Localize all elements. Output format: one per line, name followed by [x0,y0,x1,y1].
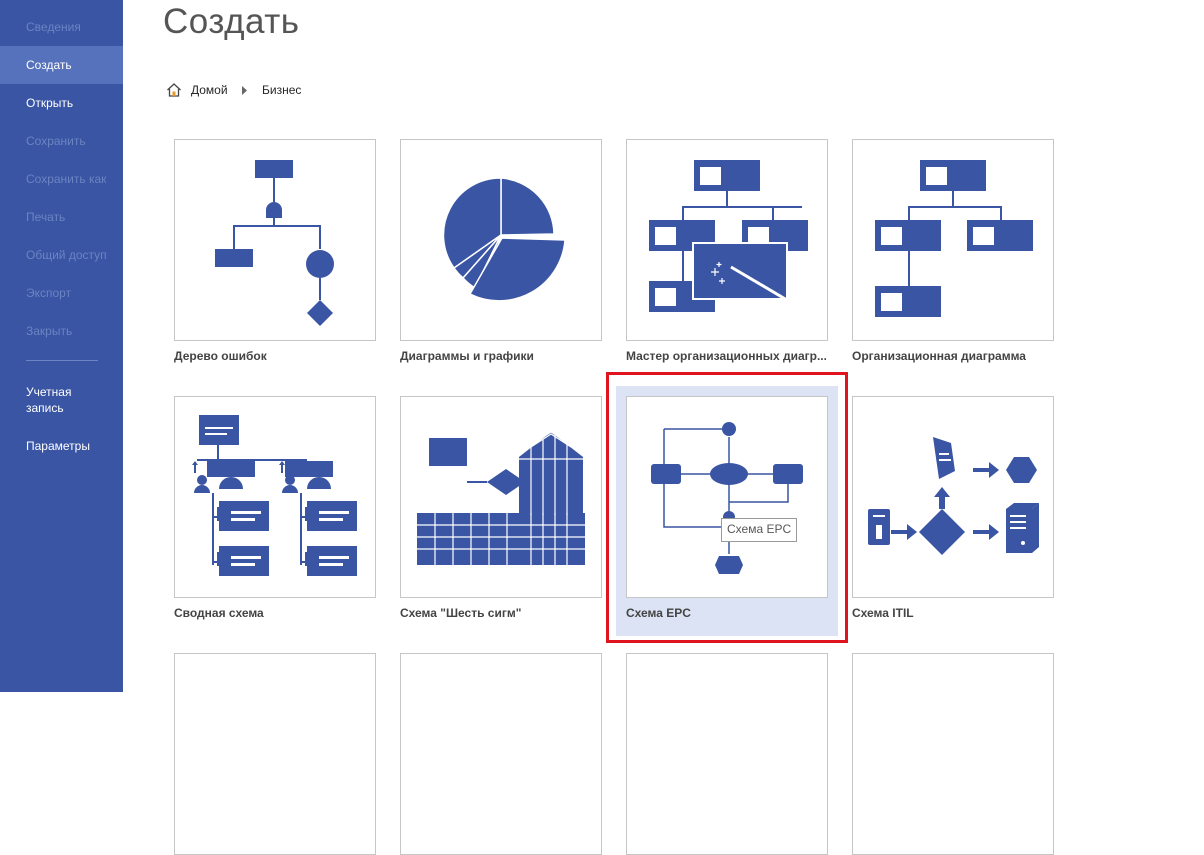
tooltip: Схема EPC [721,518,798,542]
template-label: Диаграммы и графики [400,349,534,363]
backstage-sidebar: Сведения Создать Открыть Сохранить Сохра… [0,0,123,692]
nav-share[interactable]: Общий доступ [26,248,107,262]
template-label: Схема EPC [626,606,691,620]
epc-diagram-icon [651,422,803,574]
template-thumbnail[interactable] [400,653,602,855]
nav-save[interactable]: Сохранить [26,134,86,148]
nav-options[interactable]: Параметры [26,439,90,453]
template-label: Сводная схема [174,606,264,620]
org-chart-wizard-icon [649,160,808,312]
chevron-right-icon [242,86,247,95]
nav-print[interactable]: Печать [26,210,66,224]
fault-tree-icon [215,160,334,326]
template-label: Мастер организационных диагр... [626,349,826,363]
nav-info[interactable]: Сведения [26,20,81,34]
home-icon[interactable] [166,82,182,98]
template-thumbnail[interactable] [400,396,602,598]
breadcrumb-current: Бизнес [262,83,302,97]
template-label: Схема ITIL [852,606,914,620]
template-thumbnail[interactable] [400,139,602,341]
template-label: Организационная диаграмма [852,349,1026,363]
template-thumbnail[interactable] [852,396,1054,598]
breadcrumb-home-link[interactable]: Домой [191,83,228,97]
page-title: Создать [163,2,300,41]
pivot-diagram-icon [192,415,357,576]
template-label: Схема "Шесть сигм" [400,606,522,620]
template-thumbnail[interactable] [626,653,828,855]
nav-save-as[interactable]: Сохранить как [26,172,107,186]
template-thumbnail[interactable] [174,653,376,855]
selection-highlight [606,372,848,643]
org-chart-icon [875,160,1033,317]
template-thumbnail[interactable] [174,396,376,598]
template-thumbnail[interactable] [174,139,376,341]
template-thumbnail[interactable] [626,139,828,341]
nav-close[interactable]: Закрыть [26,324,73,338]
pie-chart-icon [442,177,566,302]
nav-account[interactable]: Учетная запись [26,385,72,415]
itil-diagram-icon [868,437,1039,555]
template-thumbnail[interactable] [852,139,1054,341]
nav-open[interactable]: Открыть [26,96,74,110]
template-thumbnail[interactable] [852,653,1054,855]
nav-export[interactable]: Экспорт [26,286,72,300]
nav-new[interactable]: Создать [0,46,123,84]
sidebar-divider [26,360,98,361]
six-sigma-icon [417,431,585,565]
template-thumbnail[interactable] [626,396,828,598]
template-label: Дерево ошибок [174,349,267,363]
